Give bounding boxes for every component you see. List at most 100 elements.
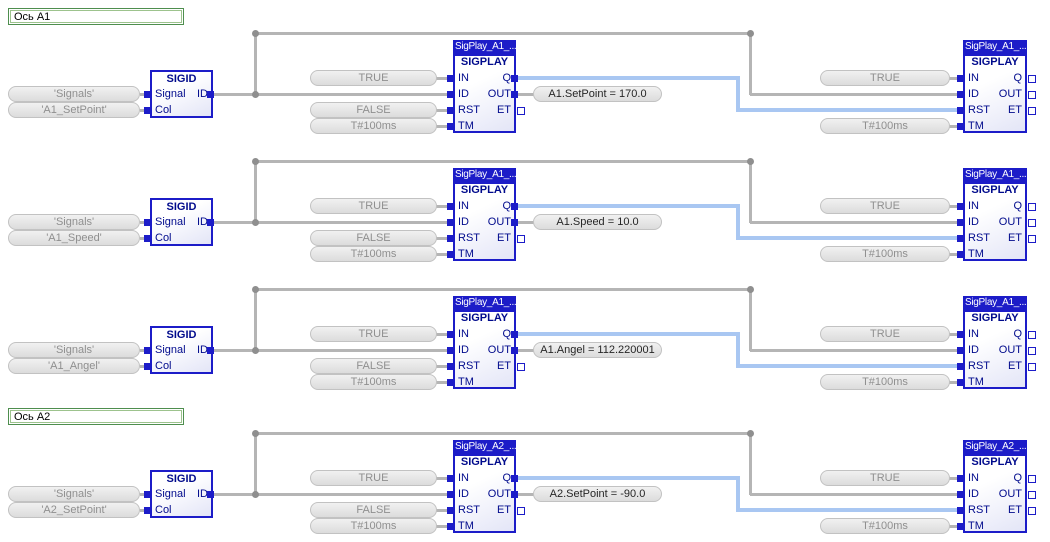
output-value-pill[interactable]: A2.SetPoint = -90.0 bbox=[533, 486, 662, 502]
pin-col[interactable] bbox=[144, 507, 151, 514]
input-literal-pill[interactable]: 'Signals' bbox=[8, 486, 140, 502]
input-literal-pill[interactable]: 'A1_Angel' bbox=[8, 358, 140, 374]
input-literal-pill[interactable]: 'Signals' bbox=[8, 86, 140, 102]
pin-tm[interactable] bbox=[957, 379, 964, 386]
pin-q[interactable] bbox=[1028, 203, 1036, 211]
sigplay-instance-header[interactable]: SigPlay_A1_... bbox=[963, 296, 1027, 310]
sigplay-block[interactable] bbox=[963, 182, 1027, 261]
pin-id-out[interactable] bbox=[207, 347, 214, 354]
pin-et[interactable] bbox=[517, 107, 525, 115]
output-value-pill[interactable]: A1.Angel = 112.220001 bbox=[533, 342, 662, 358]
pin-rst[interactable] bbox=[447, 107, 454, 114]
pin-et[interactable] bbox=[517, 363, 525, 371]
pin-col[interactable] bbox=[144, 363, 151, 370]
network-comment-label[interactable]: Ось A2 bbox=[8, 408, 184, 425]
pin-tm[interactable] bbox=[957, 123, 964, 130]
input-literal-pill[interactable]: 'A2_SetPoint' bbox=[8, 502, 140, 518]
pin-id[interactable] bbox=[447, 347, 454, 354]
sigid-block[interactable] bbox=[150, 198, 213, 246]
pin-et[interactable] bbox=[517, 507, 525, 515]
pin-rst[interactable] bbox=[447, 507, 454, 514]
input-literal-pill[interactable]: T#100ms bbox=[820, 118, 950, 134]
sigplay-instance-header[interactable]: SigPlay_A2_... bbox=[963, 440, 1027, 454]
output-value-pill[interactable]: A1.SetPoint = 170.0 bbox=[533, 86, 662, 102]
sigplay-block[interactable] bbox=[453, 454, 516, 533]
pin-et[interactable] bbox=[1028, 235, 1036, 243]
input-literal-pill[interactable]: T#100ms bbox=[310, 246, 437, 262]
input-literal-pill[interactable]: FALSE bbox=[310, 502, 437, 518]
sigplay-instance-header[interactable]: SigPlay_A1_... bbox=[963, 168, 1027, 182]
sigplay-block[interactable] bbox=[963, 454, 1027, 533]
pin-id-out[interactable] bbox=[207, 219, 214, 226]
input-literal-pill[interactable]: T#100ms bbox=[310, 518, 437, 534]
pin-signal[interactable] bbox=[144, 347, 151, 354]
input-literal-pill[interactable]: T#100ms bbox=[820, 374, 950, 390]
input-literal-pill[interactable]: T#100ms bbox=[820, 246, 950, 262]
input-literal-pill[interactable]: T#100ms bbox=[310, 374, 437, 390]
input-literal-pill[interactable]: 'A1_SetPoint' bbox=[8, 102, 140, 118]
pin-et[interactable] bbox=[1028, 107, 1036, 115]
pin-id[interactable] bbox=[447, 219, 454, 226]
pin-rst[interactable] bbox=[447, 363, 454, 370]
input-literal-pill[interactable]: 'Signals' bbox=[8, 214, 140, 230]
pin-col[interactable] bbox=[144, 235, 151, 242]
input-literal-pill[interactable]: FALSE bbox=[310, 230, 437, 246]
input-literal-pill[interactable]: FALSE bbox=[310, 102, 437, 118]
sigplay-instance-header[interactable]: SigPlay_A1_... bbox=[453, 296, 516, 310]
pin-in[interactable] bbox=[447, 75, 454, 82]
pin-signal[interactable] bbox=[144, 91, 151, 98]
pin-col[interactable] bbox=[144, 107, 151, 114]
pin-rst[interactable] bbox=[957, 507, 964, 514]
input-literal-pill[interactable]: TRUE bbox=[310, 198, 437, 214]
sigplay-block[interactable] bbox=[963, 54, 1027, 133]
sigplay-block[interactable] bbox=[453, 182, 516, 261]
pin-out[interactable] bbox=[511, 91, 518, 98]
input-literal-pill[interactable]: TRUE bbox=[820, 70, 950, 86]
input-literal-pill[interactable]: T#100ms bbox=[820, 518, 950, 534]
sigplay-block[interactable] bbox=[963, 310, 1027, 389]
pin-q[interactable] bbox=[511, 475, 518, 482]
input-literal-pill[interactable]: TRUE bbox=[310, 470, 437, 486]
pin-id[interactable] bbox=[957, 219, 964, 226]
pin-id[interactable] bbox=[957, 491, 964, 498]
pin-id[interactable] bbox=[447, 91, 454, 98]
pin-out[interactable] bbox=[1028, 347, 1036, 355]
pin-tm[interactable] bbox=[957, 523, 964, 530]
sigplay-instance-header[interactable]: SigPlay_A1_... bbox=[453, 168, 516, 182]
pin-signal[interactable] bbox=[144, 491, 151, 498]
pin-q[interactable] bbox=[511, 331, 518, 338]
pin-out[interactable] bbox=[1028, 491, 1036, 499]
input-literal-pill[interactable]: FALSE bbox=[310, 358, 437, 374]
sigid-block[interactable] bbox=[150, 326, 213, 374]
pin-rst[interactable] bbox=[957, 107, 964, 114]
pin-out[interactable] bbox=[1028, 91, 1036, 99]
pin-rst[interactable] bbox=[957, 235, 964, 242]
pin-in[interactable] bbox=[957, 331, 964, 338]
pin-et[interactable] bbox=[517, 235, 525, 243]
pin-rst[interactable] bbox=[957, 363, 964, 370]
pin-signal[interactable] bbox=[144, 219, 151, 226]
pin-id[interactable] bbox=[447, 491, 454, 498]
pin-id-out[interactable] bbox=[207, 91, 214, 98]
sigplay-instance-header[interactable]: SigPlay_A2_... bbox=[453, 440, 516, 454]
pin-id[interactable] bbox=[957, 91, 964, 98]
pin-q[interactable] bbox=[511, 75, 518, 82]
pin-q[interactable] bbox=[1028, 331, 1036, 339]
input-literal-pill[interactable]: TRUE bbox=[820, 198, 950, 214]
sigplay-instance-header[interactable]: SigPlay_A1_... bbox=[453, 40, 516, 54]
input-literal-pill[interactable]: T#100ms bbox=[310, 118, 437, 134]
pin-id-out[interactable] bbox=[207, 491, 214, 498]
pin-in[interactable] bbox=[447, 475, 454, 482]
pin-in[interactable] bbox=[957, 203, 964, 210]
pin-et[interactable] bbox=[1028, 363, 1036, 371]
pin-tm[interactable] bbox=[447, 123, 454, 130]
pin-out[interactable] bbox=[511, 347, 518, 354]
pin-et[interactable] bbox=[1028, 507, 1036, 515]
sigplay-instance-header[interactable]: SigPlay_A1_... bbox=[963, 40, 1027, 54]
pin-in[interactable] bbox=[957, 475, 964, 482]
pin-out[interactable] bbox=[511, 219, 518, 226]
network-comment-label[interactable]: Ось A1 bbox=[8, 8, 184, 25]
pin-rst[interactable] bbox=[447, 235, 454, 242]
input-literal-pill[interactable]: 'Signals' bbox=[8, 342, 140, 358]
sigid-block[interactable] bbox=[150, 470, 213, 518]
